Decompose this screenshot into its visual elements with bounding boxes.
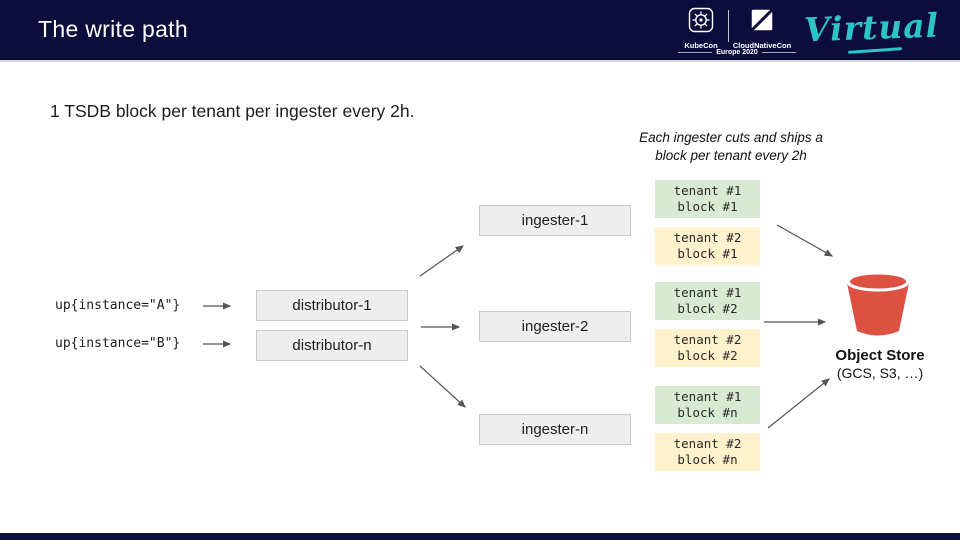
left-rule [678, 52, 713, 53]
tenant-line: tenant #2 [673, 230, 742, 245]
annotation-line-2: block per tenant every 2h [655, 148, 807, 163]
block-line: block #n [677, 405, 738, 420]
cncf-cube-icon [749, 7, 775, 38]
tenant-block: tenant #1 block #n [655, 386, 760, 424]
object-store-subtitle: (GCS, S3, …) [836, 365, 924, 381]
block-line: block #2 [677, 348, 738, 363]
tenant-line: tenant #1 [673, 389, 742, 404]
block-line: block #2 [677, 301, 738, 316]
virtual-wordmark: Virtual [803, 5, 940, 50]
helm-wheel-icon [688, 7, 714, 38]
block-line: block #1 [677, 199, 738, 214]
query-instance-a: up{instance="A"} [55, 298, 181, 313]
bucket-icon [842, 268, 914, 342]
distributor-1-node: distributor-1 [256, 290, 408, 321]
header-bar: The write path KubeCon [0, 0, 960, 62]
tenant-block: tenant #1 block #2 [655, 282, 760, 320]
right-rule [761, 52, 797, 53]
page-title: The write path [38, 16, 188, 42]
object-store-title: Object Store [835, 347, 925, 364]
tenant-line: tenant #1 [673, 285, 742, 300]
ingester-annotation: Each ingester cuts and ships a block per… [590, 129, 872, 165]
tenant-block: tenant #2 block #2 [655, 329, 760, 367]
ingester-n-node: ingester-n [479, 414, 631, 445]
logo-separator [728, 10, 729, 42]
annotation-line-1: Each ingester cuts and ships a [639, 130, 823, 145]
kubecon-label: KubeCon [684, 41, 718, 50]
kubecon-logo: KubeCon [676, 7, 726, 50]
tenant-block: tenant #2 block #1 [655, 227, 760, 265]
query-instance-b: up{instance="B"} [55, 336, 181, 351]
slide-subtitle: 1 TSDB block per tenant per ingester eve… [50, 101, 415, 121]
event-edition-label: Europe 2020 [716, 49, 758, 56]
virtual-underline [847, 47, 903, 54]
footer-bar [0, 533, 960, 540]
tenant-block: tenant #1 block #1 [655, 180, 760, 218]
ingester-1-node: ingester-1 [479, 205, 631, 236]
event-edition: Europe 2020 [678, 49, 797, 56]
cloudnativecon-label: CloudNativeCon [732, 41, 792, 50]
cloudnativecon-logo: CloudNativeCon [732, 7, 792, 50]
tenant-line: tenant #2 [673, 436, 742, 451]
ingester-2-node: ingester-2 [479, 311, 631, 342]
block-line: block #1 [677, 246, 738, 261]
tenant-line: tenant #1 [673, 183, 742, 198]
tenant-block: tenant #2 block #n [655, 433, 760, 471]
block-line: block #n [677, 452, 738, 467]
tenant-line: tenant #2 [673, 332, 742, 347]
distributor-n-node: distributor-n [256, 330, 408, 361]
